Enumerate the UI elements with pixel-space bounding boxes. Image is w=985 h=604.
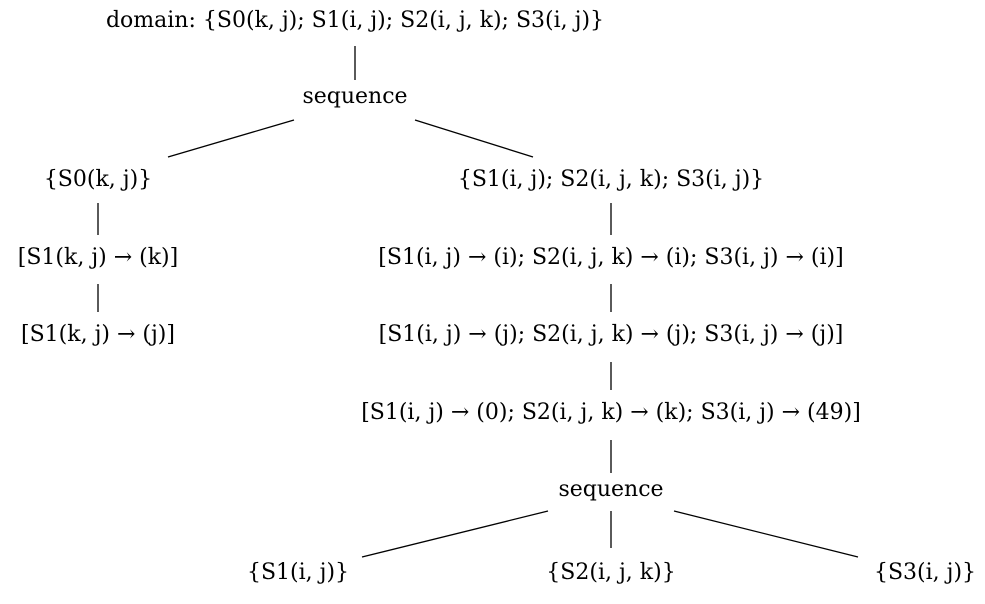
edge-seq-right — [414, 119, 534, 158]
sequence-node-top: sequence — [302, 84, 408, 109]
sequence-node-bottom: sequence — [558, 477, 664, 502]
domain-prefix: domain: — [105, 8, 196, 33]
band-node-right-3: [S1(i, j) → (0); S2(i, j, k) → (k); S3(i… — [361, 400, 861, 425]
edge-seq2-leaf3 — [673, 510, 859, 558]
domain-node: domain: {S0(k, j); S1(i, j); S2(i, j, k)… — [106, 6, 604, 36]
leaf-node-s2: {S2(i, j, k)} — [546, 560, 676, 585]
band-node-right-2: [S1(i, j) → (j); S2(i, j, k) → (j); S3(i… — [378, 322, 844, 347]
domain-set: {S0(k, j); S1(i, j); S2(i, j, k); S3(i, … — [202, 8, 605, 33]
band-node-s0-1: [S1(k, j) → (k)] — [17, 245, 179, 270]
leaf-node-s3: {S3(i, j)} — [873, 560, 977, 585]
leaf-node-s1: {S1(i, j)} — [246, 560, 350, 585]
edge-seq-left — [167, 119, 295, 158]
band-node-right-1: [S1(i, j) → (i); S2(i, j, k) → (i); S3(i… — [378, 245, 844, 270]
band-node-s0-2: [S1(k, j) → (j)] — [21, 322, 175, 347]
edge-seq2-leaf1 — [361, 510, 549, 558]
filter-node-s123: {S1(i, j); S2(i, j, k); S3(i, j)} — [457, 167, 765, 192]
filter-node-s0: {S0(k, j)} — [43, 167, 153, 192]
